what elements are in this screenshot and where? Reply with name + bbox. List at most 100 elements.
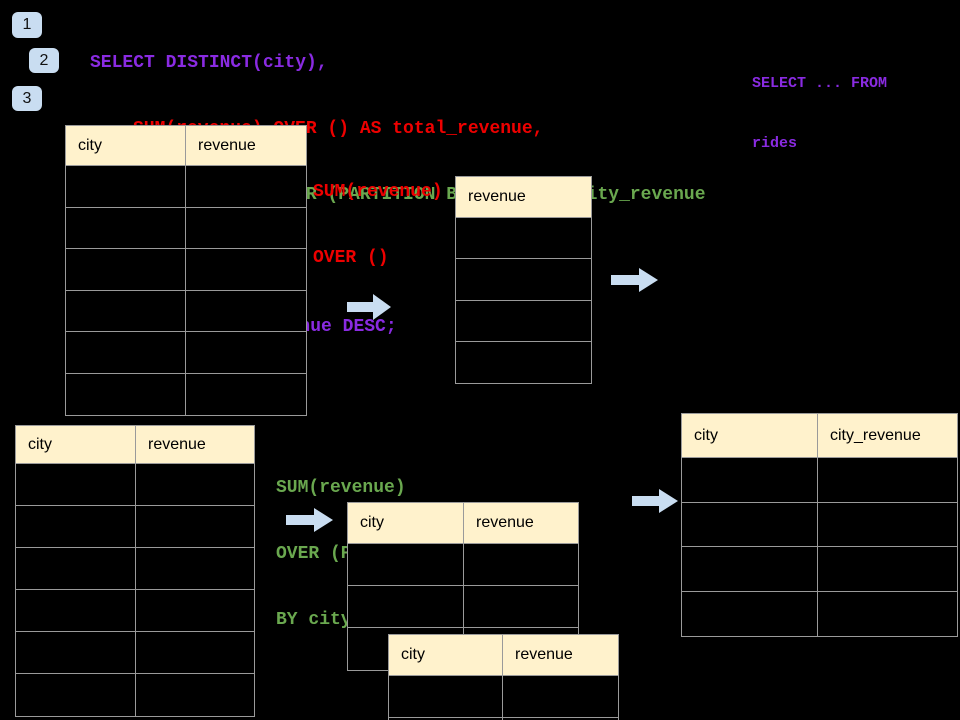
table-row xyxy=(16,632,254,674)
empty-cell xyxy=(682,547,818,591)
table-row xyxy=(456,218,591,260)
empty-cell xyxy=(66,249,186,290)
empty-cell xyxy=(136,506,254,547)
step-badge-2: 2 xyxy=(29,48,59,73)
rides-source-table-bottom: city revenue xyxy=(15,425,255,717)
empty-cell xyxy=(186,332,306,373)
empty-cell xyxy=(186,249,306,290)
annotation-line: SUM(revenue) xyxy=(276,478,406,498)
from-rides-note: SELECT ... FROM rides xyxy=(752,34,887,194)
sql-line-select: SELECT DISTINCT(city), xyxy=(90,53,328,73)
flow-arrow-icon-3 xyxy=(286,508,333,532)
column-header-city: city xyxy=(682,414,818,457)
table-row xyxy=(456,342,591,383)
column-header-city: city xyxy=(16,426,136,463)
table-row xyxy=(348,586,578,628)
column-header-revenue: revenue xyxy=(515,646,573,663)
empty-cell xyxy=(818,547,957,591)
table-row xyxy=(66,373,306,416)
table-row xyxy=(682,458,957,503)
table-row xyxy=(389,676,618,718)
table-row xyxy=(456,259,591,301)
table-row xyxy=(16,590,254,632)
total-revenue-result-table: revenue xyxy=(455,176,592,385)
empty-cell xyxy=(66,207,186,248)
total-revenue-annotation: SUM(revenue) OVER () xyxy=(313,137,443,313)
step-badge-3: 3 xyxy=(12,86,42,111)
empty-cell xyxy=(503,676,618,717)
empty-cell xyxy=(348,586,464,627)
empty-cell xyxy=(456,218,591,258)
table-header-row: city revenue xyxy=(16,426,254,464)
table-header-row: city city_revenue xyxy=(682,414,957,458)
empty-cell xyxy=(682,502,818,546)
table-row xyxy=(16,674,254,716)
annotation-line: SUM(revenue) xyxy=(313,182,443,202)
empty-cell xyxy=(16,632,136,673)
table-row xyxy=(456,301,591,342)
empty-cell xyxy=(136,590,254,631)
empty-cell xyxy=(186,291,306,332)
table-row xyxy=(66,290,306,332)
partition-step-table-front: city revenue xyxy=(388,634,619,720)
empty-cell xyxy=(389,718,503,720)
table-row xyxy=(682,591,957,636)
table-row xyxy=(389,718,618,720)
empty-cell xyxy=(136,548,254,589)
empty-cell xyxy=(348,544,464,585)
empty-cell xyxy=(186,166,306,207)
table-row xyxy=(348,544,578,586)
empty-cell xyxy=(389,676,503,717)
empty-cell xyxy=(136,632,254,673)
empty-cell xyxy=(456,301,591,341)
empty-cell xyxy=(66,332,186,373)
flow-arrow-icon-2 xyxy=(611,268,658,292)
empty-cell xyxy=(16,674,136,716)
empty-cell xyxy=(464,544,578,585)
column-header-city: city xyxy=(348,503,464,543)
table-row xyxy=(682,502,957,547)
empty-cell xyxy=(464,586,578,627)
empty-cell xyxy=(136,464,254,505)
empty-cell xyxy=(682,458,818,502)
city-revenue-result-table: city city_revenue xyxy=(681,413,958,637)
empty-cell xyxy=(186,208,306,249)
note-line: SELECT ... FROM xyxy=(752,75,888,92)
column-header-city: city xyxy=(66,126,186,165)
column-header-city: city xyxy=(389,635,503,675)
table-row xyxy=(66,207,306,249)
empty-cell xyxy=(682,591,818,636)
empty-cell xyxy=(66,166,186,207)
empty-cell xyxy=(16,590,136,631)
table-row xyxy=(66,166,306,208)
empty-cell xyxy=(136,674,254,716)
flow-arrow-icon-1 xyxy=(347,294,391,320)
empty-cell xyxy=(818,458,957,502)
flow-arrow-icon-4 xyxy=(632,489,678,513)
column-header-city_revenue: city_revenue xyxy=(830,426,921,444)
empty-cell xyxy=(16,548,136,589)
empty-cell xyxy=(16,506,136,547)
table-header-row: revenue xyxy=(456,177,591,218)
empty-cell xyxy=(16,464,136,505)
column-header-revenue: revenue xyxy=(148,435,206,453)
table-header-row: city revenue xyxy=(66,126,306,166)
annotation-line: OVER () xyxy=(313,248,389,268)
table-header-row: city revenue xyxy=(389,635,618,676)
table-row xyxy=(66,332,306,374)
empty-cell xyxy=(456,342,591,383)
empty-cell xyxy=(186,374,306,416)
table-row xyxy=(682,547,957,592)
column-header-revenue: revenue xyxy=(198,136,256,154)
empty-cell xyxy=(66,290,186,331)
table-row xyxy=(16,506,254,548)
table-row xyxy=(16,464,254,506)
column-header-revenue: revenue xyxy=(468,188,526,205)
empty-cell xyxy=(456,259,591,299)
step-badge-1: 1 xyxy=(12,12,42,38)
note-line: rides xyxy=(752,135,798,152)
table-row xyxy=(16,548,254,590)
empty-cell xyxy=(818,503,957,547)
